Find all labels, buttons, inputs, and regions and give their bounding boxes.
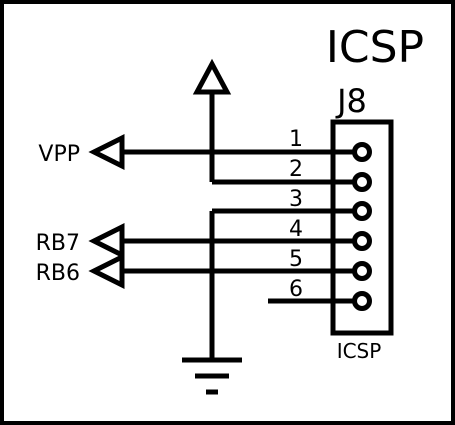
pin-number-3: 3 (289, 187, 303, 212)
pin-contact-1 (352, 142, 372, 162)
net-label-rb7: RB7 (36, 231, 80, 256)
diagram-title: ICSP (326, 22, 424, 73)
pin-number-4: 4 (289, 217, 303, 242)
connector-value: ICSP (337, 339, 382, 363)
rb6-arrow-icon (88, 252, 125, 290)
connector-ref: J8 (335, 82, 367, 120)
pin-contact-3 (352, 201, 372, 221)
pin-contact-4 (352, 231, 372, 251)
pin-number-6: 6 (289, 277, 303, 302)
pin-number-5: 5 (289, 247, 303, 272)
net-label-rb6: RB6 (36, 261, 80, 286)
vpp-arrow-icon (88, 133, 125, 171)
pin-contact-6 (352, 291, 372, 311)
power-arrow-icon (192, 58, 232, 95)
pin-contact-5 (352, 261, 372, 281)
pin-number-1: 1 (289, 127, 303, 152)
net-label-vpp: VPP (38, 142, 80, 167)
rb7-arrow-icon (88, 222, 125, 260)
pin-contact-2 (352, 172, 372, 192)
connector-body (330, 119, 394, 336)
pin-number-2: 2 (289, 157, 303, 182)
